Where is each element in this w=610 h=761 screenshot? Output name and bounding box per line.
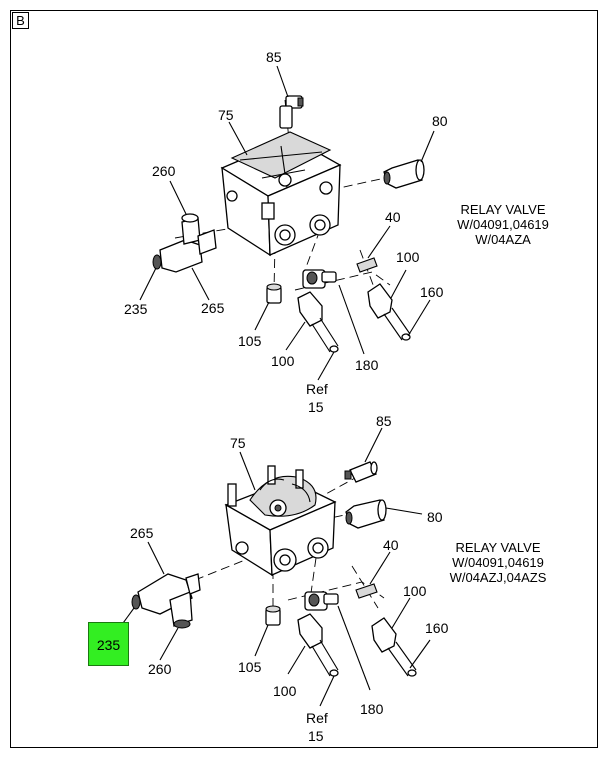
nut-100-right — [367, 283, 411, 341]
callout-40-b: 40 — [383, 537, 399, 553]
elbow-180 — [302, 269, 337, 289]
callout-160-b: 160 — [425, 620, 449, 636]
nut-100-right-b — [371, 617, 417, 677]
callout-40: 40 — [385, 209, 401, 225]
callout-260: 260 — [152, 163, 176, 179]
elbow-180-b — [304, 591, 339, 611]
callout-75: 75 — [218, 107, 234, 123]
callout-180-b: 180 — [360, 701, 384, 717]
connector-80-b — [345, 499, 387, 529]
callout-105: 105 — [238, 333, 262, 349]
callout-100: 100 — [271, 353, 295, 369]
tee-fitting-265-b — [131, 573, 201, 629]
sleeve-40 — [356, 257, 378, 273]
caption-b-line-2: W/04091,04619 — [452, 555, 544, 570]
fitting-85 — [279, 95, 304, 129]
callout-80-b: 80 — [427, 509, 443, 525]
callout-ref-b: Ref — [306, 710, 328, 726]
callout-ref: Ref — [306, 381, 328, 397]
top-assembly: 85 75 80 260 40 100 160 235 265 105 100 … — [124, 49, 549, 415]
plug-105-b — [265, 605, 281, 626]
callout-260-b: 260 — [148, 661, 172, 677]
nut-100-center — [297, 291, 339, 353]
callout-180: 180 — [355, 357, 379, 373]
callout-105-b: 105 — [238, 659, 262, 675]
callout-75-b: 75 — [230, 435, 246, 451]
caption-line-3: W/04AZA — [475, 232, 531, 247]
plug-105 — [266, 283, 282, 304]
callout-235: 235 — [124, 301, 148, 317]
callout-85: 85 — [266, 49, 282, 65]
callout-100-b: 100 — [403, 583, 427, 599]
relay-valve-75-b — [224, 465, 337, 577]
highlighted-part-235[interactable]: 235 — [88, 622, 129, 666]
caption-b-line-3: W/04AZJ,04AZS — [450, 570, 547, 585]
callout-80: 80 — [432, 113, 448, 129]
nut-100-center-b — [297, 613, 339, 677]
callout-265-b: 265 — [130, 525, 154, 541]
caption-line-2: W/04091,04619 — [457, 217, 549, 232]
tee-fitting-265 — [152, 213, 217, 273]
callout-15-b: 15 — [308, 728, 324, 744]
connector-80 — [383, 159, 425, 189]
bottom-assembly: 85 75 80 265 40 100 160 260 105 100 180 … — [117, 413, 547, 744]
sleeve-40-b — [355, 583, 378, 599]
callout-100: 100 — [396, 249, 420, 265]
section-tag: B — [12, 12, 29, 29]
callout-265: 265 — [201, 300, 225, 316]
diagram-frame — [10, 10, 598, 748]
caption-b-line-1: RELAY VALVE — [455, 540, 540, 555]
callout-15: 15 — [308, 399, 324, 415]
relay-valve-75 — [220, 131, 342, 257]
callout-100-b: 100 — [273, 683, 297, 699]
callout-160: 160 — [420, 284, 444, 300]
callout-85-b: 85 — [376, 413, 392, 429]
caption-line-1: RELAY VALVE — [460, 202, 545, 217]
fitting-85-b — [344, 461, 378, 483]
